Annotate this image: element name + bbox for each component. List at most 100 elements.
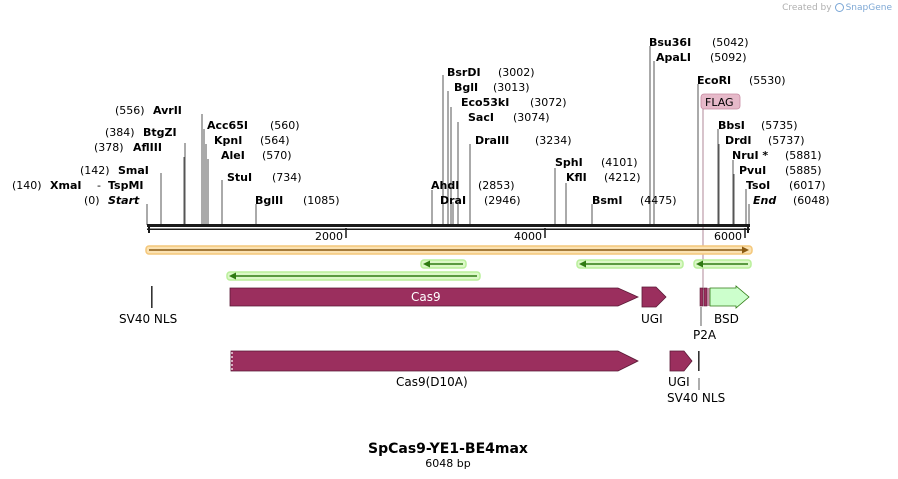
site-pos-apali: (5092): [710, 51, 747, 64]
site-name-btgzi: BtgZI: [143, 126, 177, 139]
map-title-block: SpCas9-YE1-BE4max 6048 bp: [368, 441, 528, 470]
site-name-smai: SmaI: [118, 164, 149, 177]
site-pos-ahdi: (2853): [478, 179, 515, 192]
site-pos-avrii: (556): [115, 104, 145, 117]
credit-prefix: Created by: [782, 3, 832, 13]
site-name-bsmi: BsmI: [592, 194, 623, 207]
site-name-tspmi: TspMI: [108, 179, 144, 192]
flag-label: FLAG: [705, 96, 734, 109]
cut-site-lines: [146, 46, 750, 225]
bsd-label: BSD: [714, 312, 739, 326]
site-pos-kfli: (4212): [604, 171, 641, 184]
snapgene-logo-icon: [834, 3, 844, 12]
sv40-nls-bottom-label: SV40 NLS: [667, 391, 725, 405]
site-pos-bsrdi: (3002): [498, 66, 535, 79]
feature-row-1: SV40 NLS Cas9 UGI P2A BSD: [119, 285, 750, 342]
feature-cas9-d10a: Cas9(D10A): [230, 350, 639, 389]
enzyme-labels: (0) Start (140) XmaI - TspMI (142) SmaI …: [12, 36, 830, 207]
snapgene-credit: Created by SnapGene: [782, 3, 892, 13]
feature-sv40-nls-bottom: SV40 NLS: [667, 351, 725, 405]
site-pos-btgzi: (384): [105, 126, 135, 139]
site-name-tsoi: TsoI: [746, 179, 770, 192]
site-name-ahdi: AhdI: [431, 179, 459, 192]
ruler-label-6000: 6000: [714, 230, 742, 243]
dna-backbone: 2000 4000 6000: [147, 224, 750, 243]
site-name-alei: AleI: [221, 149, 245, 162]
feature-bsd: BSD: [709, 285, 750, 326]
site-pos-acc65i: (560): [270, 119, 300, 132]
site-name-bsu36i: Bsu36I: [649, 36, 691, 49]
cas9-label: Cas9: [411, 290, 441, 304]
feature-ugi-top: UGI: [641, 286, 667, 326]
ugi-bottom-label: UGI: [668, 375, 690, 389]
site-name-start: Start: [108, 194, 140, 207]
site-name-sphi: SphI: [555, 156, 583, 169]
site-pos-nrui: (5881): [785, 149, 822, 162]
orf-reverse-arrows: [226, 259, 752, 281]
site-name-stui: StuI: [227, 171, 252, 184]
feature-row-2: Cas9(D10A) UGI SV40 NLS: [230, 350, 725, 405]
site-pos-xmai: (140): [12, 179, 42, 192]
site-name-avrii: AvrII: [153, 104, 182, 117]
site-pos-start: (0): [84, 194, 100, 207]
site-pos-bsu36i: (5042): [712, 36, 749, 49]
site-name-afliii: AflIII: [133, 141, 162, 154]
site-name-draiii: DraIII: [475, 134, 509, 147]
site-name-eco53ki: Eco53kI: [461, 96, 509, 109]
site-name-nrui: NruI *: [732, 149, 768, 162]
site-name-bbsi: BbsI: [718, 119, 745, 132]
feature-cas9: Cas9: [229, 287, 639, 307]
site-pos-tsoi: (6017): [789, 179, 826, 192]
site-name-saci: SacI: [468, 111, 494, 124]
p2a-label: P2A: [693, 328, 717, 342]
site-pos-bsmi: (4475): [640, 194, 677, 207]
site-pos-drdi: (5737): [768, 134, 805, 147]
orf-arrow-c: [693, 259, 752, 269]
site-name-kfli: KflI: [566, 171, 587, 184]
site-name-kpni: KpnI: [214, 134, 242, 147]
feature-ugi-bottom: UGI: [668, 350, 693, 389]
ugi-top-label: UGI: [641, 312, 663, 326]
orf-arrow-a: [420, 259, 467, 269]
site-pos-eco53ki: (3072): [530, 96, 567, 109]
sv40-nls-top-label: SV40 NLS: [119, 312, 177, 326]
site-name-pvui: PvuI: [739, 164, 766, 177]
site-name-acc65i: Acc65I: [207, 119, 248, 132]
orf-arrow-b: [576, 259, 684, 269]
credit-brand: SnapGene: [845, 3, 892, 13]
site-pos-alei: (570): [262, 149, 292, 162]
site-pos-drai: (2946): [484, 194, 521, 207]
cas9-d10a-label: Cas9(D10A): [396, 375, 468, 389]
site-pos-draiii: (3234): [535, 134, 572, 147]
feature-sv40-nls-top: SV40 NLS: [119, 286, 177, 326]
ruler-label-4000: 4000: [514, 230, 542, 243]
site-name-apali: ApaLI: [656, 51, 691, 64]
site-pos-stui: (734): [272, 171, 302, 184]
site-name-drdi: DrdI: [725, 134, 752, 147]
site-pos-pvui: (5885): [785, 164, 822, 177]
site-pos-bbsi: (5735): [761, 119, 798, 132]
feature-p2a: P2A: [693, 287, 717, 342]
site-pos-ecori: (5530): [749, 74, 786, 87]
site-dash: -: [97, 179, 101, 192]
site-pos-bgli: (3013): [493, 81, 530, 94]
site-name-ecori: EcoRI: [697, 74, 731, 87]
map-title: SpCas9-YE1-BE4max: [368, 441, 528, 457]
site-pos-bglii: (1085): [303, 194, 340, 207]
orf-full-arrow: [145, 245, 753, 255]
site-pos-sphi: (4101): [601, 156, 638, 169]
site-name-drai: DraI: [440, 194, 466, 207]
site-name-bglii: BglII: [255, 194, 283, 207]
site-pos-smai: (142): [80, 164, 110, 177]
site-name-end: End: [753, 194, 776, 207]
site-name-bsrdi: BsrDI: [447, 66, 481, 79]
site-name-bgli: BglI: [454, 81, 478, 94]
map-length: 6048 bp: [425, 457, 470, 470]
site-pos-kpni: (564): [260, 134, 290, 147]
site-name-xmai: XmaI: [50, 179, 81, 192]
ruler-label-2000: 2000: [315, 230, 343, 243]
site-pos-afliii: (378): [94, 141, 124, 154]
site-pos-end: (6048): [793, 194, 830, 207]
orf-arrow-d: [226, 271, 481, 281]
